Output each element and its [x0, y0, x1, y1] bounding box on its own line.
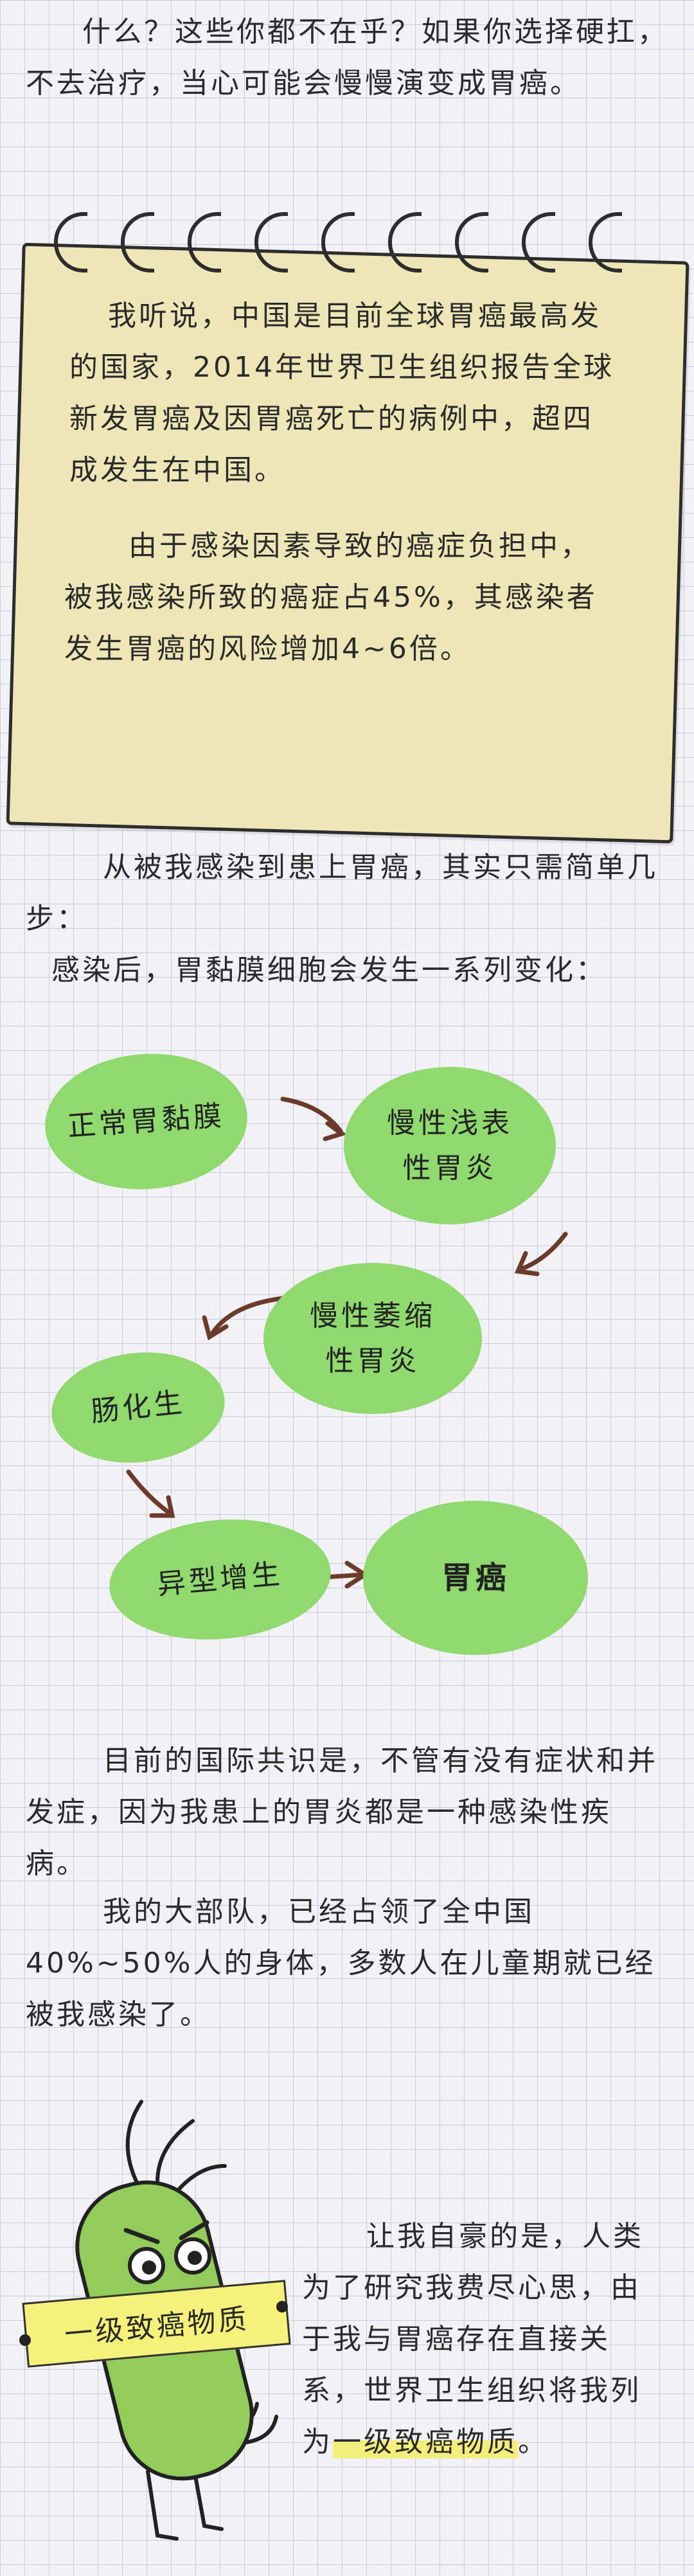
- flow-step-cancer: 胃癌: [363, 1501, 588, 1655]
- pride-end: 。: [518, 2426, 549, 2458]
- pride-text: 让我自豪的是，人类为了研究我费尽心思，由于我与胃癌存在直接关系，世界卫生组织将我…: [302, 2220, 644, 2458]
- arrow-superficial-to-atrophic: [518, 1231, 568, 1272]
- sign-pin: [19, 2334, 31, 2346]
- steps-intro: 从被我感染到患上胃癌，其实只需简单几步：: [26, 851, 658, 935]
- flow-step-dysplasia: 异型增生: [104, 1510, 336, 1649]
- arrow-normal-to-superficial: [280, 1096, 343, 1134]
- flow-step-intestinal: 肠化生: [46, 1344, 231, 1471]
- changes-intro: 感染后，胃黏膜细胞会发生一系列变化：: [51, 954, 607, 987]
- pride-highlight: 一级致癌物质: [333, 2426, 518, 2458]
- flow-step-normal: 正常胃黏膜: [40, 1047, 252, 1196]
- flow-step-chronic-atrophic: 慢性萎缩性胃炎: [263, 1263, 482, 1414]
- intro-paragraph: 什么？这些你都不在乎？如果你选择硬扛，不去治疗，当心可能会慢慢演变成胃癌。: [26, 15, 668, 100]
- carcinogen-sign: 一级致癌物质: [22, 2280, 291, 2368]
- prevalence-paragraph: 我的大部队，已经占领了全中国40%~50%人的身体，多数人在儿童期就已经被我感染…: [26, 1895, 656, 2031]
- note-paragraph-2: 由于感染因素导致的癌症负担中，被我感染所致的癌症占45%，其感染者发生胃癌的风险…: [64, 530, 598, 665]
- flow-step-chronic-superficial: 慢性浅表性胃炎: [344, 1067, 556, 1224]
- flow-step-label: 慢性浅表性胃炎: [387, 1106, 513, 1185]
- arrow-intestinal-to-dysplasia: [126, 1469, 173, 1516]
- consensus-paragraph: 目前的国际共识是，不管有没有症状和并发症，因为我患上的胃炎都是一种感染性疾病。: [26, 1744, 658, 1880]
- pride-paragraph: 让我自豪的是，人类为了研究我费尽心思，由于我与胃癌存在直接关系，世界卫生组织将我…: [302, 2211, 662, 2468]
- note-paragraph-1: 我听说，中国是目前全球胃癌最高发的国家，2014年世界卫生组织报告全球新发胃癌及…: [69, 300, 614, 487]
- flow-step-label: 慢性萎缩性胃炎: [310, 1299, 436, 1377]
- sign-pin: [276, 2301, 288, 2312]
